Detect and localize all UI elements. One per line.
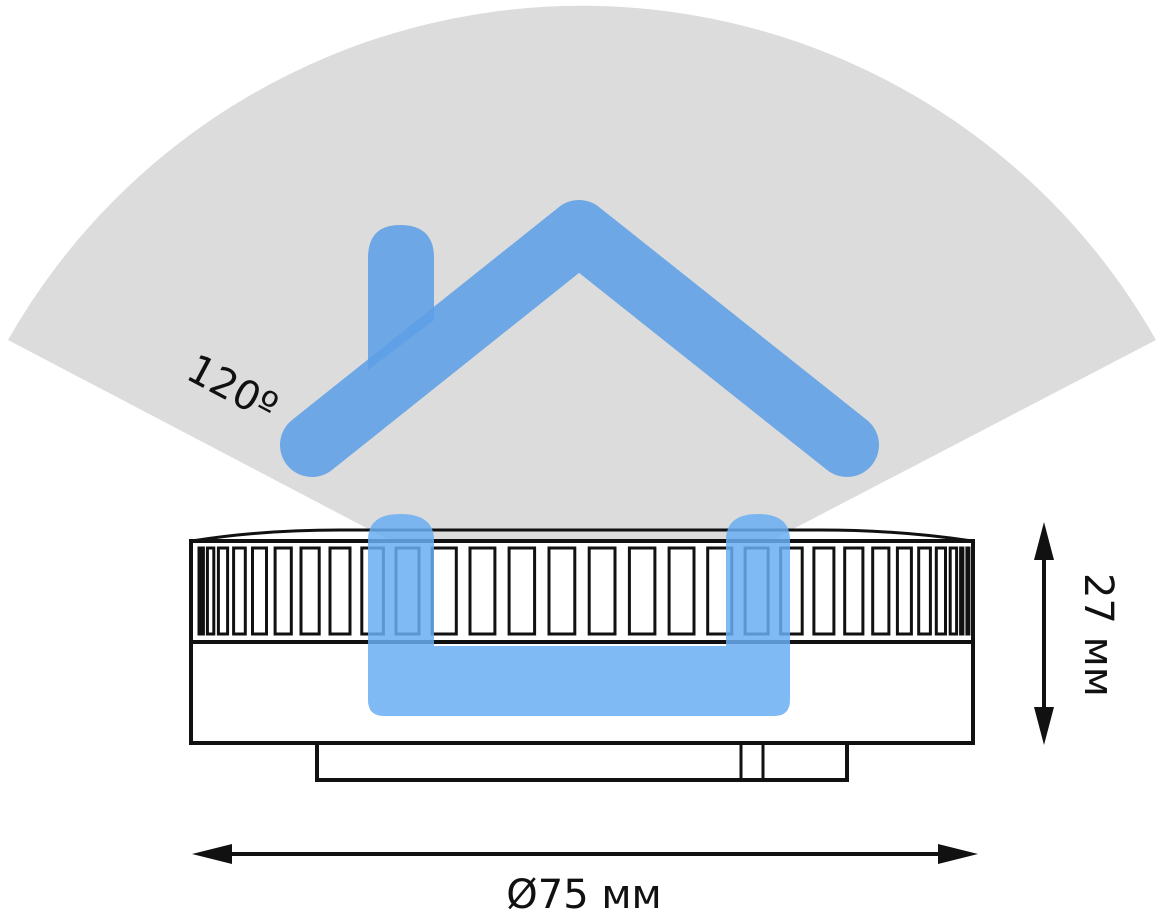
cooling-fin [468,546,497,636]
cooling-fin [251,546,268,636]
cooling-fin [843,546,865,636]
cooling-fin [273,546,293,636]
lamp-socket [315,741,849,782]
lamp-body [189,528,975,782]
cooling-fin [895,546,913,636]
cooling-fin [547,546,577,636]
diameter-arrow-left [192,844,232,864]
house-chimney [368,225,434,370]
height-dimension: 27 мм [1034,522,1121,745]
cooling-fin [216,546,230,636]
cooling-fin [232,546,247,636]
height-label: 27 мм [1075,573,1121,697]
cooling-fin [328,546,352,636]
cooling-fin [948,546,959,636]
cooling-fin [812,546,836,636]
cooling-fin [507,546,537,636]
cooling-fin [871,546,891,636]
diameter-dimension: Ø75 мм [192,844,978,912]
cooling-fin [934,546,947,636]
height-arrow-bottom [1034,707,1054,745]
cooling-fin [587,546,617,636]
cooling-fin [199,546,205,636]
house-roof [280,200,879,477]
lamp-cooling-fins [197,546,971,636]
house-icon [280,200,879,477]
cooling-fin [917,546,932,636]
height-arrow-top [1034,522,1054,560]
cooling-fin [965,546,971,636]
cooling-fin [959,546,965,636]
cooling-fin [430,546,458,636]
cooling-fin [627,546,657,636]
lamp-top-edge [191,528,973,543]
cooling-fin [299,546,321,636]
cooling-fin [205,546,216,636]
beam-angle-wedge [8,5,1156,641]
house-walls [368,514,790,716]
cooling-fin [667,546,696,636]
diameter-label: Ø75 мм [506,872,661,912]
diameter-arrow-right [938,844,978,864]
